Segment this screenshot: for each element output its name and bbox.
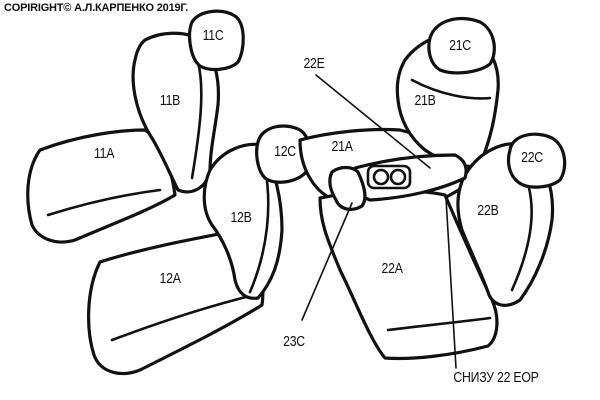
label-22b: 22B <box>477 202 498 218</box>
seat-11b-seam <box>190 60 203 180</box>
cupholder-right <box>389 168 407 186</box>
seat-21b-seam <box>410 78 492 100</box>
label-22e: 22E <box>303 55 324 71</box>
seat-11c-headrest <box>188 9 245 72</box>
cupholder-recess <box>366 164 412 190</box>
label-12b: 12B <box>230 209 251 225</box>
copyright-notice: COPIRIGHT© А.Л.КАРПЕНКО 2019Г. <box>4 2 188 14</box>
seat-22c-headrest <box>506 132 567 189</box>
label-bottom-22eop: СНИЗУ 22 EOP <box>453 369 538 385</box>
cupholder-left <box>372 168 390 186</box>
seat-12a-cushion <box>87 228 265 376</box>
label-21a: 21A <box>332 138 354 154</box>
label-22a: 22A <box>382 260 404 276</box>
seat-11a-cushion <box>26 128 177 244</box>
seat-22a-seam <box>386 316 492 332</box>
leader-23c <box>301 202 353 321</box>
label-12a: 12A <box>160 270 182 286</box>
label-12c: 12C <box>274 143 296 159</box>
label-21b: 21B <box>414 92 435 108</box>
leader-bottom-22eop <box>445 197 457 369</box>
seat-12a-seam <box>110 294 252 342</box>
label-11c: 11C <box>203 27 224 43</box>
seat-21c-headrest <box>427 16 496 75</box>
label-21c: 21C <box>449 37 471 53</box>
leader-22e <box>315 74 431 169</box>
armrest-front-lid <box>328 165 367 211</box>
label-23c: 23C <box>283 333 305 349</box>
label-22c: 22C <box>521 149 543 165</box>
seat-11a-seam <box>46 188 162 217</box>
label-11b: 11B <box>160 92 180 108</box>
label-11a: 11A <box>94 145 115 161</box>
